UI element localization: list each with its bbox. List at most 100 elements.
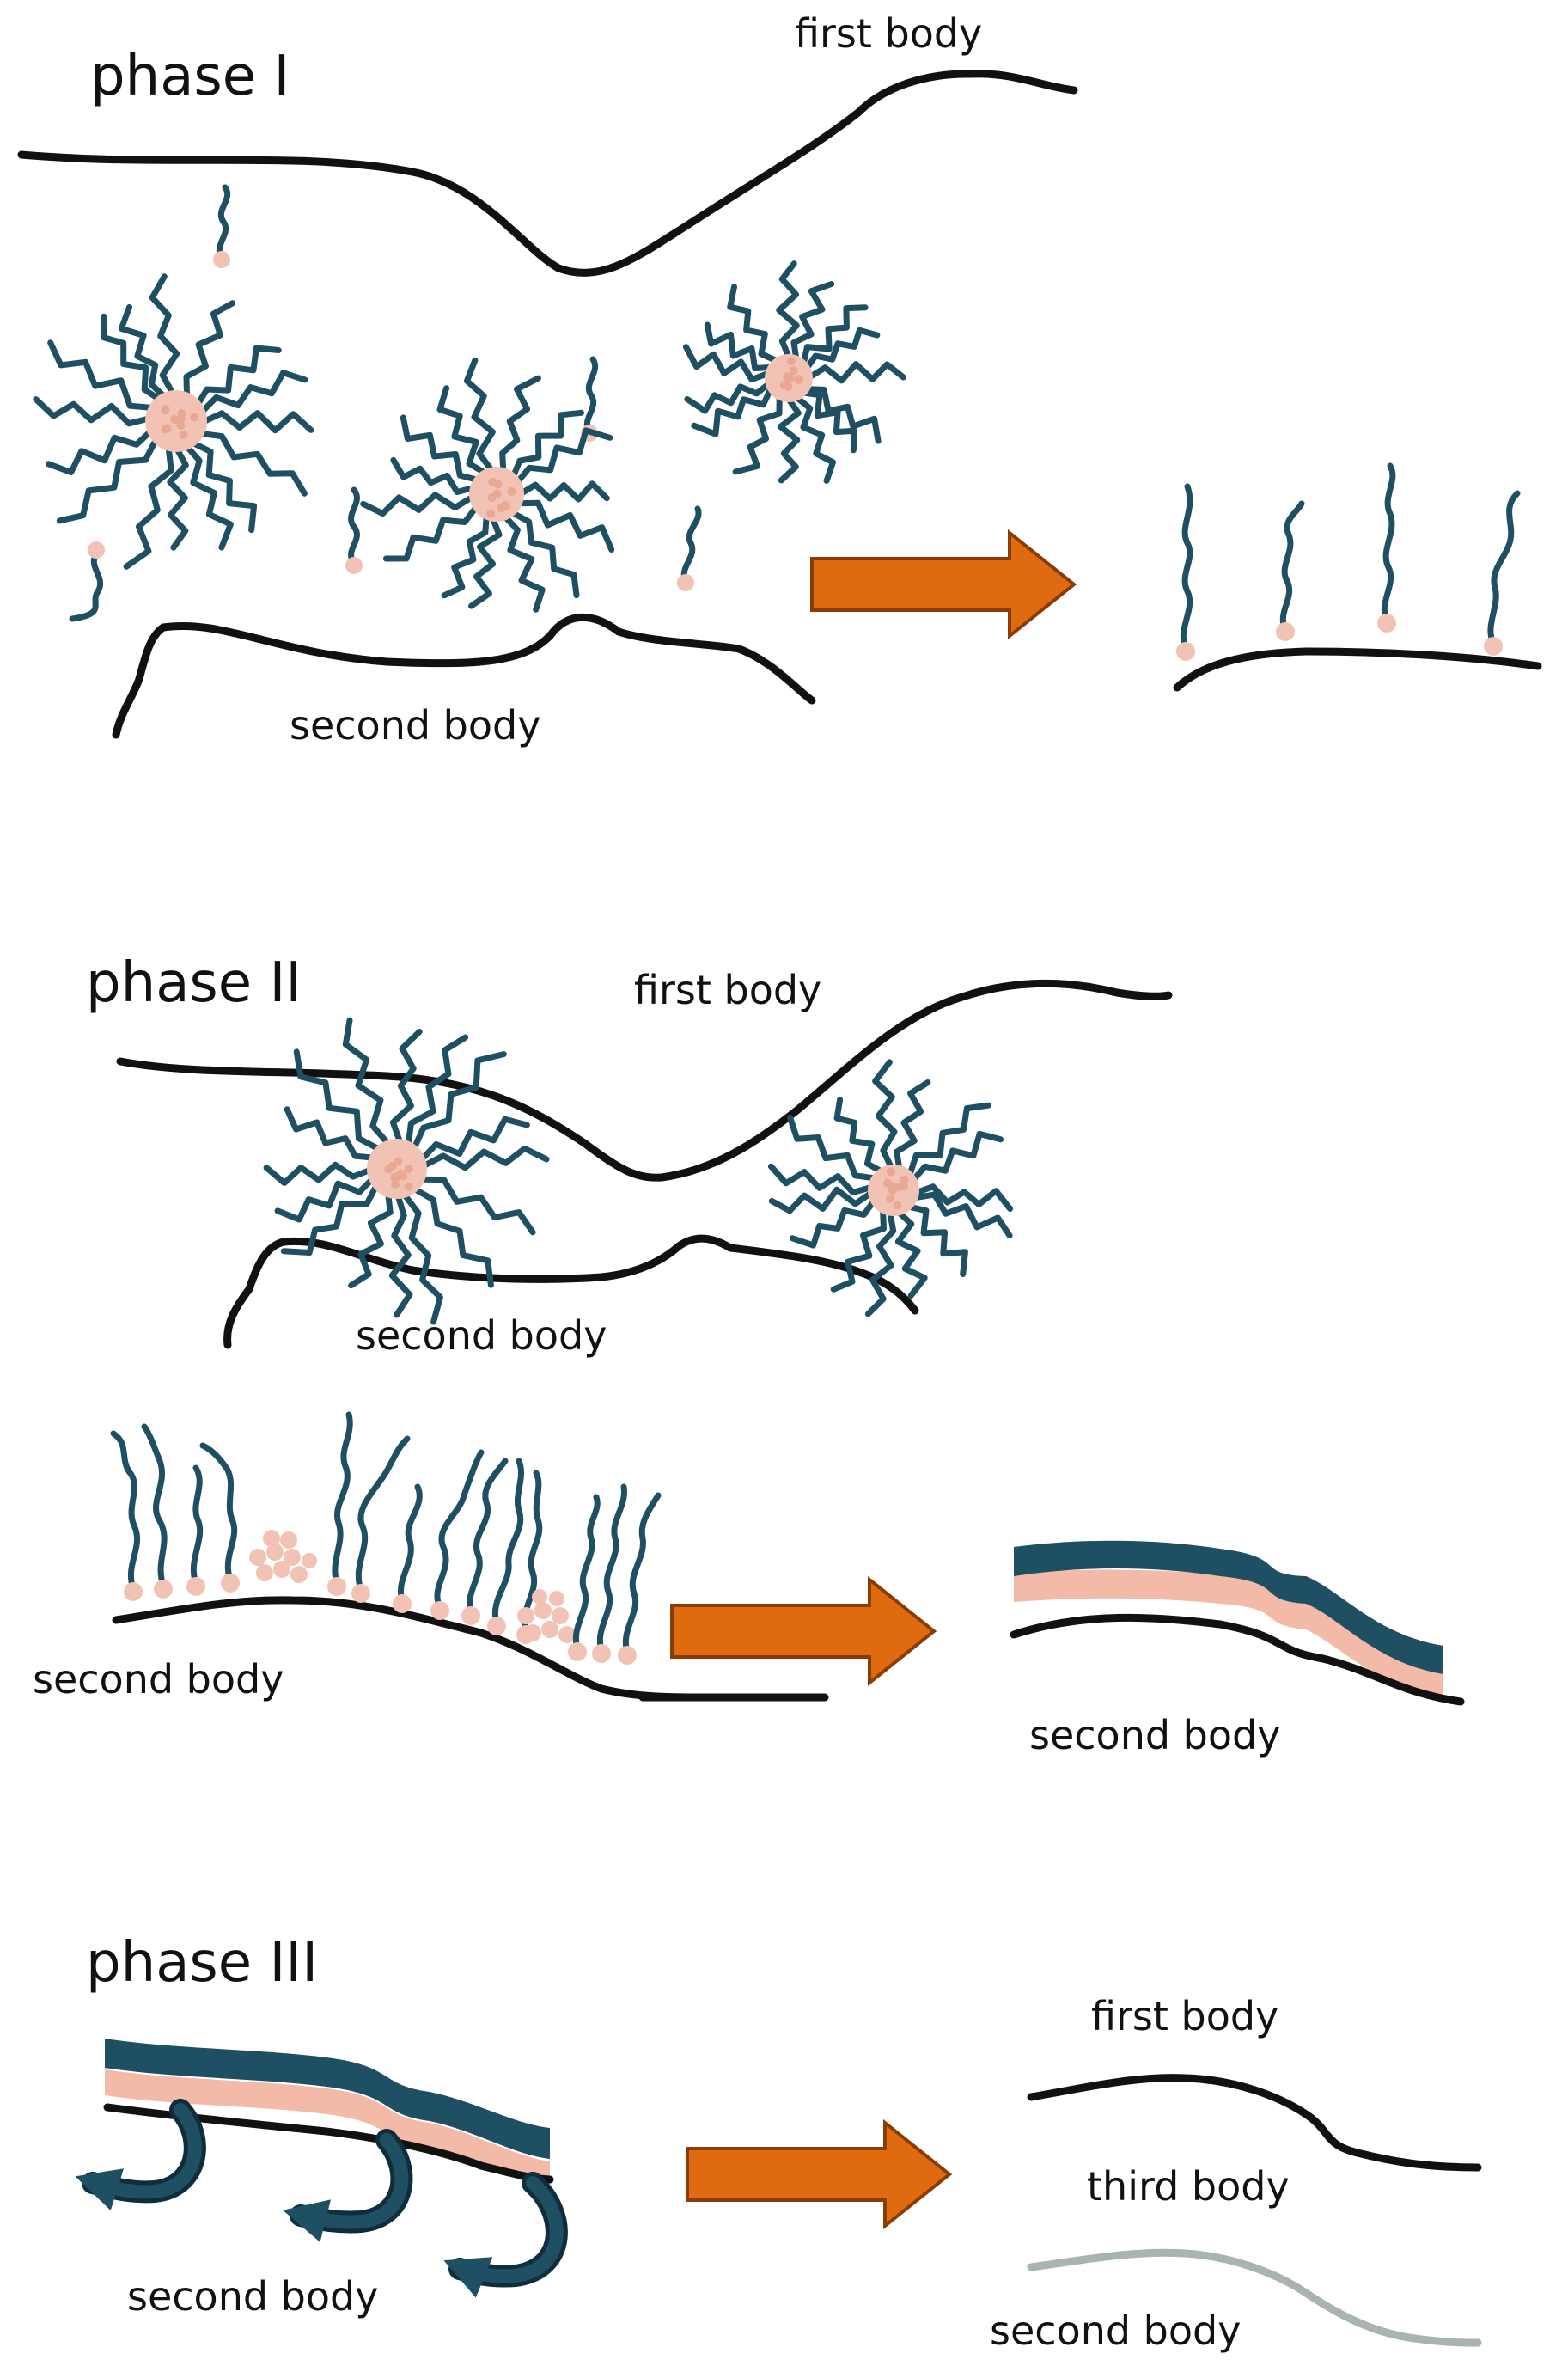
micelle-tail (683, 344, 771, 382)
micelle-tail (348, 1191, 394, 1289)
micelle-tail (198, 370, 308, 415)
surfactant-molecule-icon (1176, 483, 1195, 661)
micelle-core (367, 1139, 427, 1199)
phase-1-second-body-label: second body (290, 702, 540, 749)
micelle-head-dot (161, 425, 170, 434)
micelle-tail (382, 504, 479, 562)
micelle-tail (388, 1193, 413, 1318)
micelle-tail (807, 361, 906, 384)
micelle-tail (280, 1183, 380, 1256)
micelle-tail (833, 1097, 884, 1175)
phase-3-film (105, 2039, 550, 2187)
micelle-head-dot (795, 374, 803, 383)
micelle-head-dot (893, 1201, 902, 1210)
micelle-head-dot (161, 405, 170, 414)
surfactant-molecule-icon (1484, 490, 1521, 656)
micelle-tail (420, 1145, 550, 1171)
phase-2-first-body-label: first body (634, 967, 821, 1013)
micelle-icon (767, 1059, 1014, 1317)
surfactant-molecule-icon (213, 184, 230, 268)
micelle-tail (389, 1029, 423, 1146)
micelle-tail (789, 1198, 876, 1249)
micelle-tail (727, 284, 779, 364)
surfactant-molecule-icon (327, 1411, 353, 1596)
micelle-tail (195, 345, 282, 407)
micelle-head-dot (779, 381, 789, 390)
micelle-tail (509, 510, 580, 599)
micelle-tail (732, 394, 783, 475)
micelle-tail (510, 409, 584, 480)
micelle-head-dot (892, 1183, 901, 1192)
micelle-tail (864, 1210, 897, 1317)
surfactant-molecule-icon (199, 1442, 240, 1593)
surfactant-molecule-icon (141, 1423, 173, 1599)
process-arrow-icon (686, 2118, 953, 2230)
micelle-tail (183, 300, 236, 399)
curl-arrow-icon (443, 2172, 568, 2298)
micelle-head-dot (404, 1164, 413, 1173)
micelle-icon (33, 273, 314, 570)
micelle-tail (123, 444, 174, 570)
phase-1-first-body-label: first body (795, 10, 982, 57)
micelle-tail (515, 427, 613, 485)
micelle-head-dot (507, 486, 516, 496)
micelle-head-dot (497, 503, 506, 512)
process-arrow-icon (670, 1575, 937, 1687)
micelle-tail (405, 1034, 469, 1147)
micelle-tail (293, 1048, 382, 1152)
micelle-tail (263, 1161, 373, 1186)
micelle-tail (777, 396, 802, 484)
micelle-icon (263, 1017, 550, 1325)
micelle-head-dot (783, 373, 792, 382)
micelle-head-dot (390, 1173, 399, 1183)
micelle-tail (912, 1191, 1013, 1239)
surfactant-molecule-icon (677, 505, 702, 591)
micelle-tail (198, 431, 308, 497)
phase-2-title: phase II (86, 951, 302, 1015)
micelle-tail (33, 396, 152, 427)
phase-3-first-body-label: first body (1091, 1993, 1278, 2039)
surfactant-molecule-icon (345, 486, 363, 574)
phase-3-second-body-label: second body (127, 2273, 378, 2320)
micelle-head-dot (179, 431, 188, 439)
micelle-tail (200, 410, 314, 434)
micelle-tail (790, 281, 835, 361)
micelle-tail (400, 414, 480, 483)
micelle-tail (518, 480, 610, 503)
micelle-head-dot (177, 414, 186, 424)
surfactant-molecule-icon (487, 1458, 525, 1635)
micelle-tail (184, 443, 234, 551)
micelle-head-dot (488, 477, 497, 486)
phase-3-title: phase III (86, 1931, 318, 1995)
micelle-tail (704, 321, 773, 371)
micelle-tail (284, 1106, 375, 1161)
micelle-head-dot (789, 366, 798, 376)
phase-2-first-body-surface (116, 979, 1173, 1182)
micelle-tail (47, 339, 156, 411)
micelle-tail (767, 1163, 874, 1195)
micelle-head-dot (900, 1175, 909, 1184)
micelle-tail (101, 313, 162, 402)
micelle-tail (418, 1176, 536, 1236)
surfactant-molecule-icon (592, 1483, 628, 1663)
micelle-icon (360, 357, 615, 613)
micelle-tail (516, 499, 615, 553)
surfactant-molecule-icon (393, 1483, 423, 1613)
micelle-tail (360, 492, 475, 517)
head-cluster-icon (517, 1589, 576, 1643)
micelle-tail (499, 375, 541, 474)
micelle-tail (872, 1059, 898, 1171)
micelle-tail (56, 437, 159, 524)
surfactant-molecule-icon (69, 541, 105, 622)
phase-2-second-body-label: second body (356, 1312, 607, 1359)
surfactant-molecule-icon (186, 1464, 205, 1596)
micelle-tail (906, 1203, 968, 1277)
micelle-head-dot (394, 1157, 403, 1166)
phase-2-adsorbed-surface (112, 1596, 829, 1702)
surfactant-molecule-icon (1276, 500, 1305, 641)
surfactant-molecule-icon (568, 1494, 601, 1661)
micelle-tail (441, 513, 490, 599)
phase-3-first-body-surface (1027, 2074, 1482, 2172)
phase-3-faded-second-body-surface (1027, 2248, 1482, 2347)
micelle-head-dot (391, 1180, 400, 1189)
